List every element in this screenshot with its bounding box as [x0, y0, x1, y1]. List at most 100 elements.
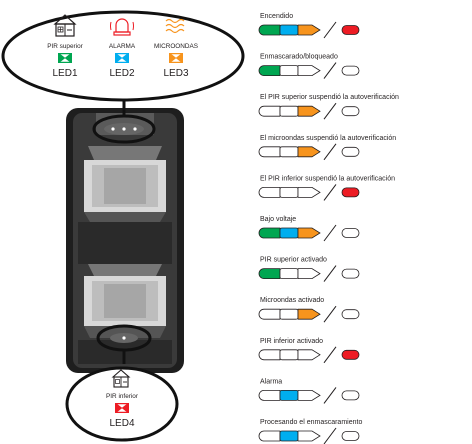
divider-slash: [323, 265, 337, 282]
indicator-led3: [297, 430, 321, 442]
indicator-led2: [279, 349, 299, 361]
indicator-led2: [279, 65, 299, 76]
indicator-led3: [297, 268, 321, 279]
legend-row-label: Encendido: [260, 13, 293, 20]
pir-inferior-label: PIR inferior: [106, 393, 139, 400]
indicator-led3: [297, 24, 321, 36]
alarm-icon: [110, 18, 134, 36]
indicator-led1: [258, 390, 281, 401]
led1-dot: [111, 127, 115, 131]
led1-symbol: [58, 53, 72, 63]
legend-row-label: El PIR inferior suspendió la autoverific…: [260, 175, 395, 182]
indicator-led4: [341, 431, 360, 441]
led1-label: LED1: [52, 68, 77, 79]
indicator-led4: [341, 309, 360, 320]
indicator-led4: [341, 65, 360, 76]
legend-row: Microondas activado: [258, 297, 360, 323]
indicator-led4: [341, 187, 360, 198]
divider-slash: [323, 346, 337, 364]
legend-row: PIR inferior activado: [258, 338, 360, 364]
divider-slash: [323, 62, 337, 79]
divider-slash: [323, 102, 337, 120]
legend-row-label: Enmascarado/bloqueado: [260, 54, 338, 61]
pir-house-icon-lower: [111, 369, 131, 388]
indicator-led4: [341, 390, 360, 401]
lower-lens: [84, 264, 166, 338]
led3-symbol: [169, 53, 183, 63]
indicator-led3: [297, 227, 321, 239]
led3-label: LED3: [163, 68, 188, 79]
legend-row: Bajo voltaje: [258, 216, 360, 242]
legend-row: PIR superior activado: [258, 257, 360, 282]
top-led-callout: PIR superior ALARMA MICROONDAS LED1 LED2…: [1, 10, 245, 102]
legend-row-label: PIR superior activado: [260, 257, 327, 264]
indicator-led2: [279, 308, 299, 320]
device-middle-band: [78, 222, 172, 264]
indicator-led1: [258, 349, 281, 361]
microwave-icon: [165, 18, 185, 34]
indicator-led4: [341, 146, 360, 157]
divider-slash: [323, 305, 337, 323]
legend-row: Encendido: [258, 13, 360, 39]
legend-row: Procesando el enmascaramiento: [258, 419, 362, 444]
legend-row-label: Microondas activado: [260, 297, 324, 304]
indicator-led2: [279, 105, 299, 117]
legend-row: Enmascarado/bloqueado: [258, 54, 360, 79]
led3-dot: [133, 127, 137, 131]
led4-symbol: [115, 403, 129, 413]
indicator-led1: [258, 430, 281, 442]
indicator-led4: [341, 228, 360, 238]
indicator-led1: [258, 308, 281, 320]
indicator-led4: [341, 349, 360, 360]
detector-device: [66, 100, 184, 373]
indicator-led1: [258, 187, 281, 198]
indicator-led2: [279, 389, 299, 401]
pir-house-icon: [53, 14, 77, 37]
divider-slash: [323, 21, 337, 39]
microondas-label: MICROONDAS: [154, 43, 198, 50]
indicator-led1: [258, 65, 281, 76]
indicator-led2: [279, 227, 299, 239]
alarma-label: ALARMA: [109, 43, 136, 50]
led4-dot: [122, 336, 126, 340]
legend-row-label: El PIR superior suspendió la autoverific…: [260, 94, 399, 101]
indicator-led1: [258, 146, 281, 158]
indicator-led1: [258, 105, 281, 117]
indicator-led2: [279, 24, 299, 36]
legend-row-label: Bajo voltaje: [260, 216, 296, 223]
legend-row-label: El microondas suspendió la autoverificac…: [260, 135, 396, 142]
indicator-led3: [297, 105, 321, 117]
legend-row: El PIR inferior suspendió la autoverific…: [258, 175, 395, 201]
divider-slash: [323, 143, 337, 161]
led2-dot: [122, 127, 126, 131]
led2-symbol: [115, 53, 129, 63]
divider-slash: [323, 387, 337, 404]
bottom-led-callout: PIR inferior LED4: [65, 366, 179, 442]
indicator-led3: [297, 390, 321, 401]
indicator-led1: [258, 227, 281, 239]
divider-slash: [323, 184, 337, 201]
indicator-led3: [297, 146, 321, 158]
divider-slash: [323, 224, 337, 242]
legend-row-label: Alarma: [260, 378, 282, 385]
indicator-led4: [341, 25, 360, 35]
legend-row: Alarma: [258, 378, 360, 404]
led2-label: LED2: [109, 68, 134, 79]
indicator-led2: [279, 146, 299, 158]
legend-row-label: Procesando el enmascaramiento: [260, 419, 362, 426]
legend-row: El microondas suspendió la autoverificac…: [258, 135, 396, 161]
indicator-led1: [258, 268, 281, 279]
indicator-led3: [297, 187, 321, 198]
divider-slash: [323, 427, 337, 444]
indicator-led3: [297, 349, 321, 361]
indicator-led2: [279, 430, 299, 442]
indicator-led4: [341, 106, 360, 117]
legend-row: El PIR superior suspendió la autoverific…: [258, 94, 399, 120]
upper-lens: [84, 146, 166, 222]
indicator-led4: [341, 268, 360, 279]
led4-label: LED4: [109, 418, 134, 429]
indicator-led3: [297, 65, 321, 76]
indicator-led3: [297, 308, 321, 320]
